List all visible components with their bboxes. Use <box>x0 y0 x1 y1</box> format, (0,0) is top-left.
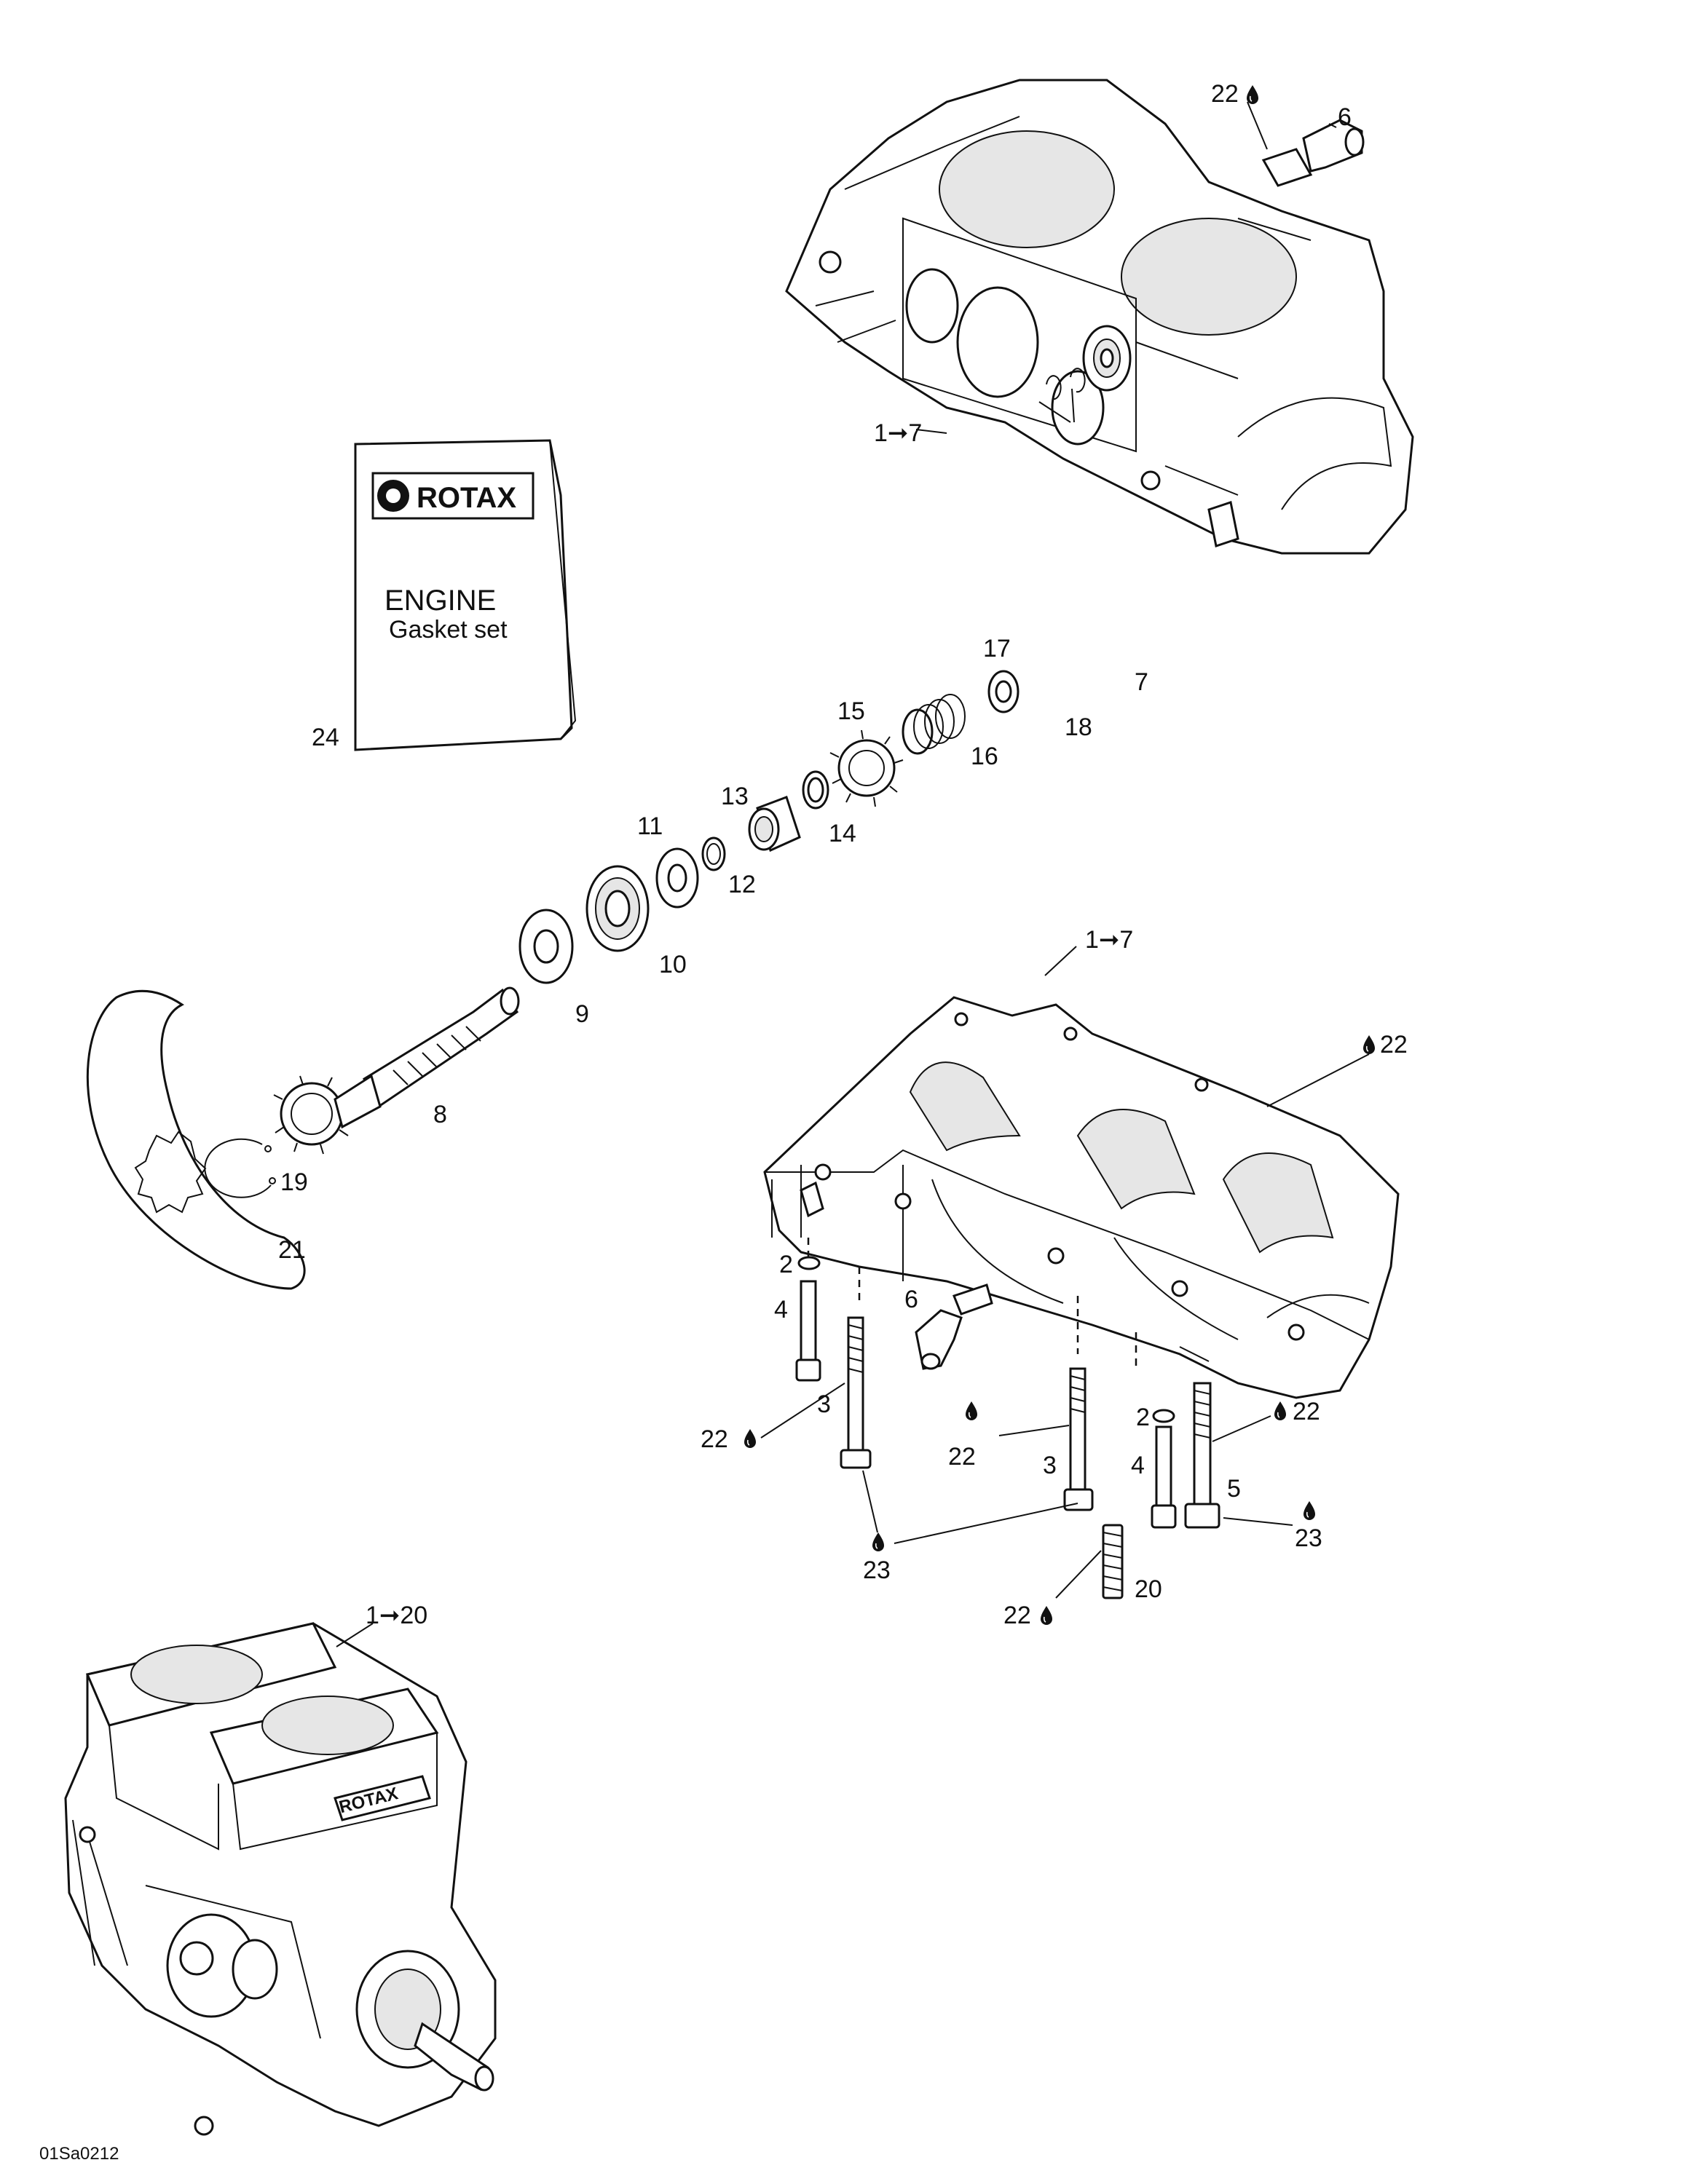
oil-drop-icon <box>1362 1034 1376 1055</box>
label-18: 18 <box>1065 713 1092 741</box>
label-7: 7 <box>1135 668 1148 696</box>
label-1-20: 1➞20 <box>366 1602 427 1629</box>
spring-16 <box>902 694 966 755</box>
label-14: 14 <box>829 820 856 847</box>
oil-drop-icon <box>1246 84 1259 105</box>
leader-line <box>336 1623 374 1647</box>
leader-line <box>862 1470 878 1533</box>
label-22: 22 <box>1211 80 1239 108</box>
shaft-8 <box>273 986 520 1155</box>
booklet-subtitle: Gasket set <box>389 616 508 644</box>
label-4: 4 <box>774 1296 788 1324</box>
oil-drop-icon <box>1274 1401 1287 1421</box>
elbow-fitting-top <box>1247 101 1365 187</box>
label-10: 10 <box>659 951 687 978</box>
ring-14 <box>802 770 829 810</box>
label-11: 11 <box>637 812 663 840</box>
label-22: 22 <box>1003 1602 1031 1629</box>
label-2: 2 <box>779 1251 793 1278</box>
bolt-5 <box>1184 1382 1220 1529</box>
label-17: 17 <box>983 635 1011 662</box>
label-21: 21 <box>278 1236 306 1264</box>
label-8: 8 <box>433 1101 447 1128</box>
oil-drop-icon <box>1040 1605 1053 1626</box>
bushing-13 <box>748 796 801 852</box>
label-23: 23 <box>1295 1524 1322 1552</box>
oil-drop-icon <box>965 1401 978 1421</box>
ring-12 <box>701 836 726 871</box>
oil-drop-icon <box>1303 1500 1316 1521</box>
leader-line <box>1212 1415 1271 1442</box>
bearing-7 <box>1082 325 1132 392</box>
label-9: 9 <box>575 1000 589 1028</box>
label-23: 23 <box>863 1556 891 1584</box>
circlip-18 <box>1038 368 1086 423</box>
label-22: 22 <box>948 1443 976 1471</box>
label-16: 16 <box>971 743 998 770</box>
label-3: 3 <box>817 1390 831 1418</box>
elbow-fitting-lower <box>915 1283 993 1370</box>
label-19: 19 <box>280 1168 308 1196</box>
label-4: 4 <box>1131 1452 1145 1479</box>
shield-21 <box>86 989 306 1290</box>
leader-line <box>1223 1517 1293 1526</box>
washer-17 <box>987 670 1019 713</box>
booklet-title: ENGINE <box>384 585 496 617</box>
leader-line <box>894 1503 1078 1544</box>
leader-line <box>1266 1053 1370 1107</box>
leader-line <box>915 429 947 434</box>
label-1-7: 1➞7 <box>874 419 922 447</box>
label-22: 22 <box>701 1425 728 1453</box>
gear-15 <box>829 729 904 807</box>
label-22: 22 <box>1293 1398 1320 1425</box>
label-15: 15 <box>837 697 865 725</box>
circlip-19 <box>204 1138 276 1198</box>
label-1-7: 1➞7 <box>1085 926 1133 954</box>
label-12: 12 <box>728 871 756 898</box>
label-5: 5 <box>1227 1475 1241 1503</box>
washer-11 <box>655 847 699 909</box>
stud-3 <box>840 1316 872 1469</box>
label-6: 6 <box>1338 103 1352 131</box>
oil-drop-icon <box>872 1532 885 1552</box>
washer-2 <box>1152 1409 1175 1423</box>
label-20: 20 <box>1135 1575 1162 1603</box>
lower-crankcase <box>763 996 1400 1399</box>
reference-code: 01Sa0212 <box>39 2144 119 2164</box>
label-2: 2 <box>1136 1404 1150 1431</box>
seal-9 <box>518 909 574 984</box>
upper-crankcase <box>785 79 1414 555</box>
screw-4 <box>795 1280 821 1382</box>
label-22: 22 <box>1380 1031 1408 1059</box>
screw-4 <box>1151 1425 1177 1529</box>
stud-3 <box>1063 1367 1094 1511</box>
leader-line <box>998 1425 1070 1436</box>
complete-engine: ROTAX <box>64 1622 497 2136</box>
stud-20 <box>1102 1524 1124 1599</box>
leader-line <box>760 1382 845 1439</box>
washer-2 <box>797 1256 821 1270</box>
leader-line <box>1044 946 1077 976</box>
label-3: 3 <box>1043 1452 1057 1479</box>
oil-drop-icon <box>744 1428 757 1449</box>
brand-logo-text: ROTAX <box>417 482 516 514</box>
bearing-10 <box>585 865 650 952</box>
leader-line <box>1055 1550 1102 1599</box>
label-13: 13 <box>721 783 749 810</box>
gasket-set-booklet: ROTAX ENGINE Gasket set <box>354 439 577 751</box>
label-6: 6 <box>904 1286 918 1313</box>
label-24: 24 <box>312 724 339 751</box>
